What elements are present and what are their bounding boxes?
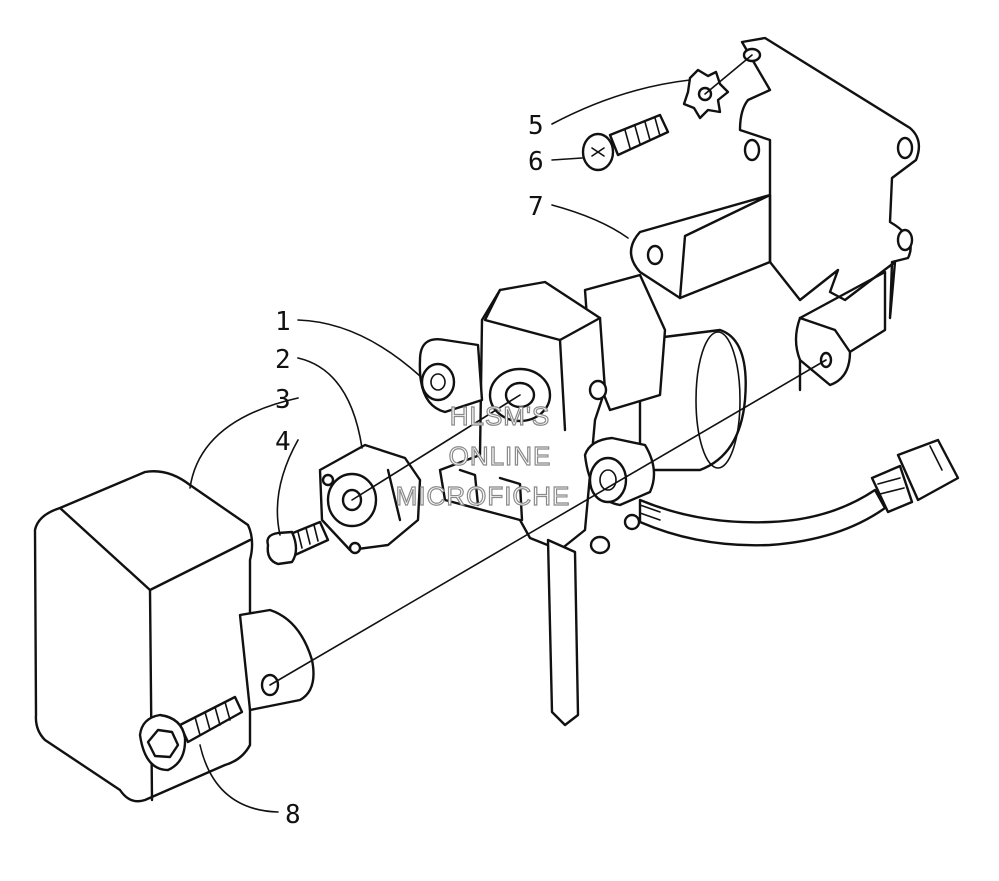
callout-3: 3 bbox=[275, 385, 291, 415]
callout-1: 1 bbox=[275, 307, 291, 337]
watermark-line-1: HLSM'S bbox=[450, 401, 551, 431]
control-box bbox=[33, 470, 315, 803]
callouts: 1 2 3 4 5 6 7 8 bbox=[275, 111, 544, 830]
callout-8: 8 bbox=[285, 800, 301, 830]
servo-arm bbox=[318, 443, 422, 555]
callout-2: 2 bbox=[275, 345, 291, 375]
callout-7: 7 bbox=[528, 192, 544, 222]
actuator-body bbox=[418, 273, 747, 727]
bolt-small bbox=[266, 520, 330, 566]
wire-harness bbox=[638, 438, 960, 547]
bolt-mounting bbox=[138, 695, 244, 772]
watermark-line-3: MICROFICHE bbox=[396, 481, 571, 511]
leader-lines bbox=[189, 79, 691, 813]
watermark: HLSM'S ONLINE MICROFICHE bbox=[395, 400, 571, 511]
watermark-line-2: ONLINE bbox=[449, 441, 552, 471]
axis-lines bbox=[269, 54, 827, 686]
callout-6: 6 bbox=[528, 147, 544, 177]
callout-5: 5 bbox=[528, 111, 544, 141]
mounting-bracket bbox=[629, 36, 921, 392]
callout-4: 4 bbox=[275, 427, 291, 457]
